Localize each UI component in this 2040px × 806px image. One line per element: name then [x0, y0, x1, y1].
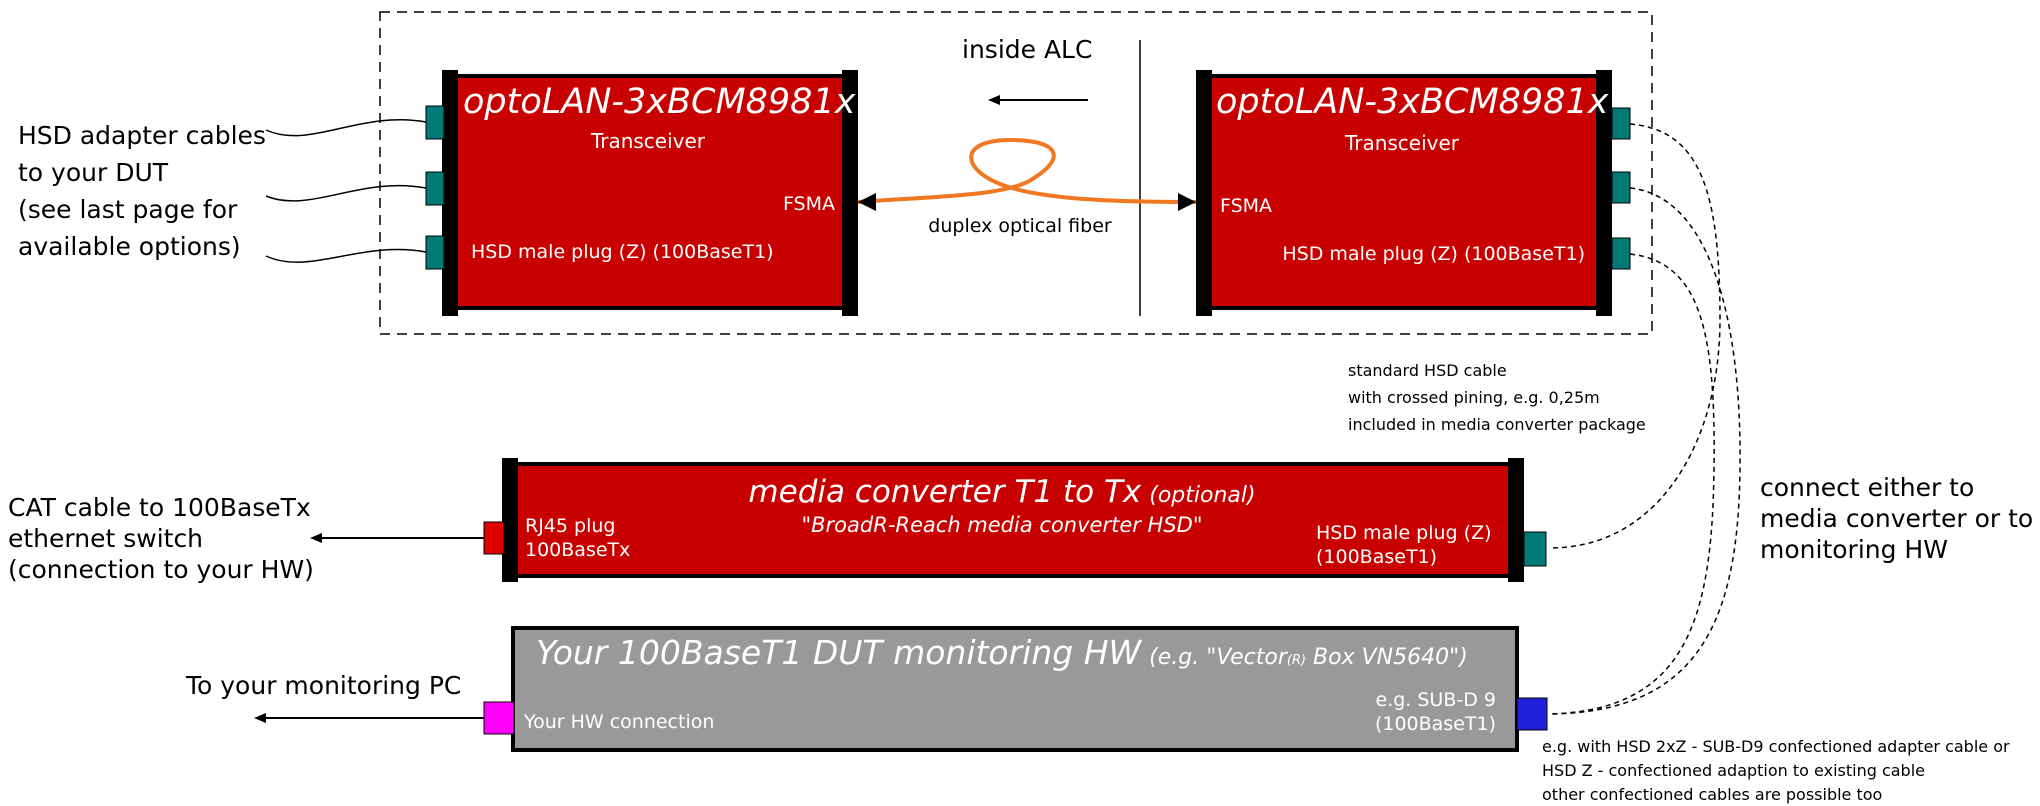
adapter-note-line-2: to your DUT — [18, 158, 169, 187]
left-port-1[interactable] — [425, 105, 445, 140]
right-transceiver: optoLAN-3xBCM8981x Transceiver FSMA HSD … — [1196, 70, 1631, 316]
adapter-note-line-1: HSD adapter cables — [18, 121, 266, 150]
left-fsma-label: FSMA — [783, 193, 835, 215]
subd-label-line-2: (100BaseT1) — [1375, 713, 1496, 735]
adapter-note-line-3: (see last page for — [18, 195, 238, 224]
adapter-note-line-4: available options) — [18, 232, 241, 261]
connect-note-line-1: connect either to — [1760, 473, 1974, 502]
left-unit-title: optoLAN-3xBCM8981x — [463, 82, 856, 122]
bottom-note-line-3: other confectioned cables are possible t… — [1542, 785, 1882, 804]
adapter-cable-3 — [265, 248, 427, 263]
alc-label: inside ALC — [962, 35, 1092, 64]
rj45-port[interactable] — [483, 521, 505, 555]
right-unit-title: optoLAN-3xBCM8981x — [1216, 82, 1609, 122]
right-unit-subtitle: Transceiver — [1344, 131, 1460, 155]
right-port-3[interactable] — [1611, 237, 1631, 270]
left-transceiver: optoLAN-3xBCM8981x Transceiver FSMA HSD … — [425, 70, 858, 316]
right-port-2[interactable] — [1611, 171, 1631, 204]
hw-connection-label: Your HW connection — [523, 711, 714, 733]
hw-connection-port[interactable] — [483, 701, 515, 735]
converter-hsd-label-line-2: (100BaseT1) — [1316, 546, 1437, 568]
left-port-3[interactable] — [425, 235, 445, 270]
left-port-2[interactable] — [425, 171, 445, 206]
cat-note-line-2: ethernet switch — [8, 524, 203, 553]
rj45-label-line-1: RJ45 plug — [525, 515, 615, 537]
fiber-label: duplex optical fiber — [928, 215, 1112, 237]
adapter-cable-1 — [265, 118, 427, 137]
optical-fiber: duplex optical fiber — [857, 137, 1197, 237]
pc-note: To your monitoring PC — [185, 671, 461, 700]
subd-label-line-1: e.g. SUB-D 9 — [1376, 689, 1497, 711]
cat-note-line-3: (connection to your HW) — [8, 555, 314, 584]
subd-port[interactable] — [1516, 697, 1548, 731]
media-converter: media converter T1 to Tx(optional) "Broa… — [483, 458, 1547, 582]
converter-hsd-port[interactable] — [1523, 531, 1547, 567]
converter-hsd-label-line-1: HSD male plug (Z) — [1316, 522, 1492, 544]
alc-region — [379, 11, 1653, 335]
hsd-cable-note-line-3: included in media converter package — [1348, 415, 1646, 434]
left-unit-subtitle: Transceiver — [590, 129, 706, 153]
bottom-note-line-2: HSD Z - confectioned adaption to existin… — [1542, 761, 1925, 780]
right-hsd-label: HSD male plug (Z) (100BaseT1) — [1282, 243, 1585, 265]
right-fsma-label: FSMA — [1220, 195, 1272, 217]
rj45-label-line-2: 100BaseTx — [525, 539, 630, 561]
hsd-cable-to-monitor-b — [1549, 253, 1715, 715]
hsd-cable-note-line-2: with crossed pining, e.g. 0,25m — [1348, 388, 1600, 407]
monitoring-hw: Your 100BaseT1 DUT monitoring HW(e.g. "V… — [483, 626, 1548, 752]
hsd-cable-to-monitor-a — [1549, 187, 1741, 715]
hsd-cable-note-line-1: standard HSD cable — [1348, 361, 1507, 380]
bottom-note-line-1: e.g. with HSD 2xZ - SUB-D9 confectioned … — [1542, 737, 2010, 756]
converter-subtitle: "BroadR-Reach media converter HSD" — [801, 513, 1202, 537]
adapter-cable-2 — [265, 184, 427, 202]
monitor-title: Your 100BaseT1 DUT monitoring HW(e.g. "V… — [536, 633, 1468, 672]
connect-note-line-3: monitoring HW — [1760, 535, 1948, 564]
left-hsd-label: HSD male plug (Z) (100BaseT1) — [471, 241, 774, 263]
right-port-1[interactable] — [1611, 107, 1631, 140]
converter-title: media converter T1 to Tx(optional) — [748, 474, 1255, 510]
connect-note-line-2: media converter or to — [1760, 504, 2033, 533]
cat-note-line-1: CAT cable to 100BaseTx — [8, 493, 311, 522]
